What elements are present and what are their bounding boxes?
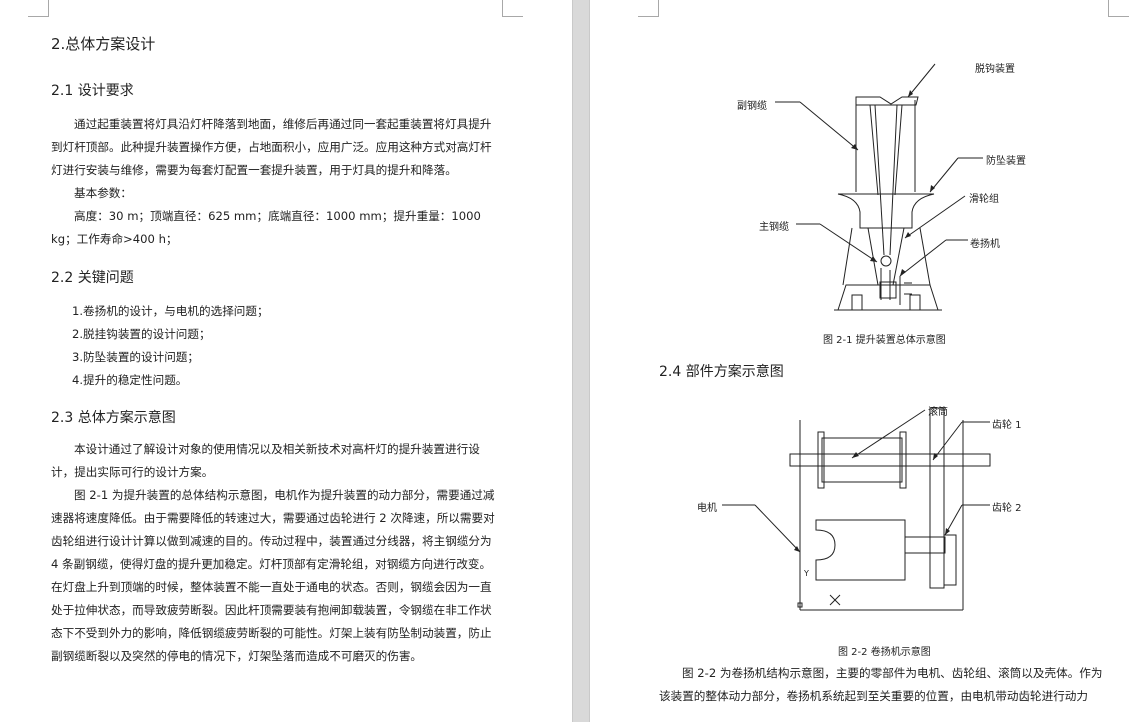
label-gear-1: 齿轮 1 [992,420,1022,431]
document-page-right: 脱钩装置 副钢缆 防坠装置 滑轮组 主钢缆 卷扬机 图 2-1 提升装置总体示意… [590,0,1148,722]
section-2-1-body: 通过起重装置将灯具沿灯杆降落到地面，维修后再通过同一套起重装置将灯具提升到灯杆顶… [51,113,499,251]
paragraph: 高度：30 m；顶端直径：625 mm；底端直径：1000 mm；提升重量：10… [51,209,481,246]
corner-mark-top-left [28,0,49,17]
page-gap [572,0,590,722]
corner-mark-top-right [1108,0,1129,17]
label-anti-fall-device: 防坠装置 [986,156,1026,167]
paragraph: 本设计通过了解设计对象的使用情况以及相关新技术对高杆灯的提升装置进行设计，提出实… [51,442,480,479]
document-page-left: 2.总体方案设计 2.1 设计要求 通过起重装置将灯具沿灯杆降落到地面，维修后再… [0,0,572,722]
label-winch: 卷扬机 [970,239,1000,250]
label-gear-2: 齿轮 2 [992,503,1022,514]
list-item: 2.脱挂钩装置的设计问题； [72,327,211,341]
figure-lifting-device [775,63,983,311]
figure-2-2-caption: 图 2-2 卷扬机示意图 [838,647,931,658]
label-motor: 电机 [697,503,717,514]
section-2-1-heading: 2.1 设计要求 [51,83,134,99]
paragraph: 通过起重装置将灯具沿灯杆降落到地面，维修后再通过同一套起重装置将灯具提升到灯杆顶… [51,117,492,177]
corner-mark-top-right [502,0,523,17]
label-secondary-cable: 副钢缆 [737,101,767,112]
label-main-cable: 主钢缆 [759,222,789,233]
paragraph: 基本参数： [74,186,132,200]
corner-mark-top-left [638,0,659,17]
axis-mark-y: Y [804,569,809,578]
section-2-3-heading: 2.3 总体方案示意图 [51,410,176,426]
paragraph: 图 2-1 为提升装置的总体结构示意图，电机作为提升装置的动力部分，需要通过减速… [51,488,495,663]
figure-winch [722,407,991,611]
section-2-3-body: 本设计通过了解设计对象的使用情况以及相关新技术对高杆灯的提升装置进行设计，提出实… [51,438,501,668]
label-pulley-group: 滑轮组 [969,194,999,205]
winch-description: 图 2-2 为卷扬机结构示意图，主要的零部件为电机、齿轮组、滚筒以及壳体。作为该… [659,662,1114,708]
list-item: 4.提升的稳定性问题。 [72,373,188,387]
figure-2-1-caption: 图 2-1 提升装置总体示意图 [823,335,946,346]
section-2-2-heading: 2.2 关键问题 [51,270,134,286]
list-item: 3.防坠装置的设计问题； [72,350,199,364]
label-drum: 滚筒 [928,407,948,418]
list-item: 1.卷扬机的设计，与电机的选择问题； [72,304,269,318]
label-detach-device: 脱钩装置 [975,64,1015,75]
section-2-4-heading: 2.4 部件方案示意图 [659,364,784,380]
chapter-heading: 2.总体方案设计 [51,35,156,53]
paragraph: 图 2-2 为卷扬机结构示意图，主要的零部件为电机、齿轮组、滚筒以及壳体。作为该… [659,666,1103,703]
